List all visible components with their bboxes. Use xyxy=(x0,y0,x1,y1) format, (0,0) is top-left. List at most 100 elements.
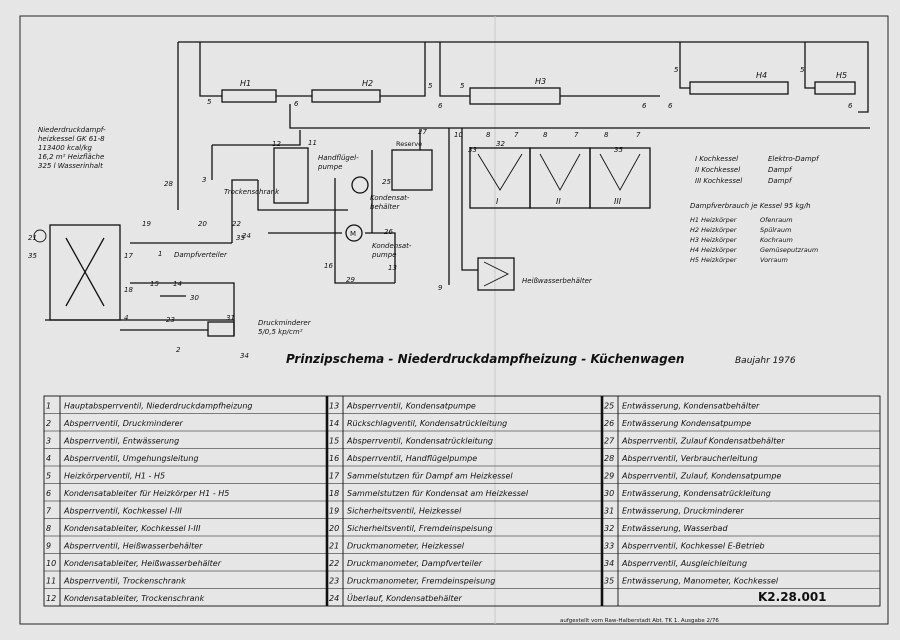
callout-25: 25 xyxy=(382,178,391,186)
legend-text: Druckmanometer, Heizkessel xyxy=(347,542,465,551)
reserve-label: Reserve xyxy=(396,140,422,148)
callout-8a: 8 xyxy=(486,131,491,139)
callout-8b: 8 xyxy=(543,131,548,139)
callout-5e: 5 xyxy=(800,66,805,74)
legend-text: Heizkörperventil, H1 - H5 xyxy=(64,472,165,481)
pump-return xyxy=(334,263,395,284)
legend-text: Absperrventil, Kochkessel I-III xyxy=(63,507,183,516)
legend-text: Absperrventil, Druckminderer xyxy=(63,419,184,428)
callout-7c: 7 xyxy=(636,131,641,139)
kettle-legend-type-1: Elektro-Dampf xyxy=(768,155,820,163)
legend-number: 8 xyxy=(46,524,51,533)
legend-text: Sicherheitsventil, Heizkessel xyxy=(347,507,462,516)
hand-pump xyxy=(351,176,369,194)
callout-12: 12 xyxy=(272,140,281,148)
distributor-label: Dampfverteiler xyxy=(174,251,228,259)
radiator-h2 xyxy=(311,89,381,103)
legend-number: 15 xyxy=(329,437,339,446)
hand-pump-label-1: Handflügel- xyxy=(318,154,359,162)
condensate-pump xyxy=(345,224,363,242)
legend-text: Kondensatableiter, Heißwasserbehälter xyxy=(64,559,222,568)
sheet-border xyxy=(19,15,889,625)
hot-water-coil xyxy=(483,261,510,287)
consumption-h-3: H3 Heizkörper xyxy=(690,236,738,244)
label-h4: H4 xyxy=(756,71,767,80)
legend-number: 17 xyxy=(329,472,340,481)
callout-16: 16 xyxy=(324,262,333,270)
build-year: Baujahr 1976 xyxy=(735,356,796,366)
legend-text: Absperrventil, Kondensatrückleitung xyxy=(346,437,493,446)
consumption-h-1: H1 Heizkörper xyxy=(690,216,738,224)
callout-17: 17 xyxy=(124,252,133,260)
callout-5a: 5 xyxy=(207,98,212,106)
consumption-h-5: H5 Heizkörper xyxy=(690,256,738,264)
legend-text: Kondensatableiter für Heizkörper H1 - H5 xyxy=(64,489,229,498)
kettle-3 xyxy=(589,147,651,209)
legend-text: Absperrventil, Zulauf, Kondensatpumpe xyxy=(621,472,781,481)
pump-line xyxy=(257,180,348,211)
callout-5d: 5 xyxy=(674,66,679,74)
legend-number: 21 xyxy=(329,542,339,551)
legend-number: 4 xyxy=(46,454,51,463)
callout-9: 9 xyxy=(438,284,443,292)
boiler-info-2: heizkessel GK 61-8 xyxy=(38,135,105,143)
callout-19: 19 xyxy=(142,220,151,228)
legend-text: Entwässerung, Kondensatrückleitung xyxy=(622,489,771,498)
callout-18: 18 xyxy=(124,286,133,294)
legend-number: 31 xyxy=(604,507,614,516)
legend-text: Absperrventil, Kondensatpumpe xyxy=(346,402,476,411)
condensate-pump-label-1: Kondensat- xyxy=(372,242,412,250)
cond-pump-line xyxy=(365,232,396,283)
condensate-tank-label-1: Kondensat- xyxy=(370,194,410,202)
reducer-label-1: Druckminderer xyxy=(258,319,312,327)
callouts: 1 2 3 4 5 5 5 5 5 6 6 6 6 6 7 7 7 8 8 8 … xyxy=(28,66,853,360)
hotwater-feed xyxy=(461,128,478,271)
legend-number: 27 xyxy=(604,437,615,446)
callout-28: 28 xyxy=(164,180,173,188)
steam-consumption: Dampfverbrauch je Kessel 95 kg/h H1 Heiz… xyxy=(690,202,818,264)
boiler-body xyxy=(49,224,121,321)
legend-text: Sammelstutzen für Kondensat am Heizkesse… xyxy=(347,489,529,498)
legend-number: 6 xyxy=(46,489,51,498)
kettle-legend-code-3: III Kochkessel xyxy=(695,177,742,185)
legend-text: Kondensatableiter, Trockenschrank xyxy=(64,594,205,603)
condensate-tank-label-2: behälter xyxy=(370,203,400,211)
callout-6e: 6 xyxy=(848,102,853,110)
components: Trockenschrank Handflügel- pumpe Reserve… xyxy=(174,140,593,337)
hot-water-tank xyxy=(477,257,515,291)
legend-number: 33 xyxy=(604,542,614,551)
callout-3: 3 xyxy=(202,176,206,184)
radiator-h4 xyxy=(689,81,789,95)
legend-number: 18 xyxy=(329,489,339,498)
legend-number: 7 xyxy=(46,507,52,516)
legend-number: 24 xyxy=(329,594,339,603)
legend-number: 35 xyxy=(604,577,614,586)
legend-number: 23 xyxy=(329,577,339,586)
consumption-room-4: Gemüseputzraum xyxy=(760,246,818,254)
consumption-room-2: Spülraum xyxy=(760,226,791,234)
cooking-kettles: I II III xyxy=(469,147,651,209)
callout-6b: 6 xyxy=(438,102,443,110)
kettle-legend-type-2: Dampf xyxy=(768,166,793,174)
kettle-1-label: I xyxy=(496,197,499,206)
condensate-to-boiler xyxy=(45,282,235,321)
trockenschrank-feed xyxy=(231,179,258,243)
hand-pump-label-2: pumpe xyxy=(317,163,342,171)
boiler-symbol xyxy=(65,237,105,307)
callout-7a: 7 xyxy=(514,131,519,139)
callout-30: 30 xyxy=(190,294,199,302)
legend-text: Entwässerung, Kondensatbehälter xyxy=(622,402,760,411)
legend-number: 1 xyxy=(46,402,51,411)
consumption-h-4: H4 Heizkörper xyxy=(690,246,738,254)
legend-text: Hauptabsperrventil, Niederdruckdampfheiz… xyxy=(64,402,253,411)
consumption-room-5: Vorraum xyxy=(760,256,788,264)
legend-number: 26 xyxy=(604,419,614,428)
condensate-tank xyxy=(391,149,433,191)
footer-note: aufgestellt vom Raw-Halberstadt Abt. TK … xyxy=(560,618,719,624)
boiler: Niederdruckdampf- heizkessel GK 61-8 113… xyxy=(33,126,121,321)
kettle-2-label: II xyxy=(556,197,561,206)
h2-to-riser xyxy=(380,42,426,97)
callout-26: 26 xyxy=(384,228,393,236)
callout-23: 23 xyxy=(166,316,175,324)
legend-text: Absperrventil, Ausgleichleitung xyxy=(621,559,747,568)
